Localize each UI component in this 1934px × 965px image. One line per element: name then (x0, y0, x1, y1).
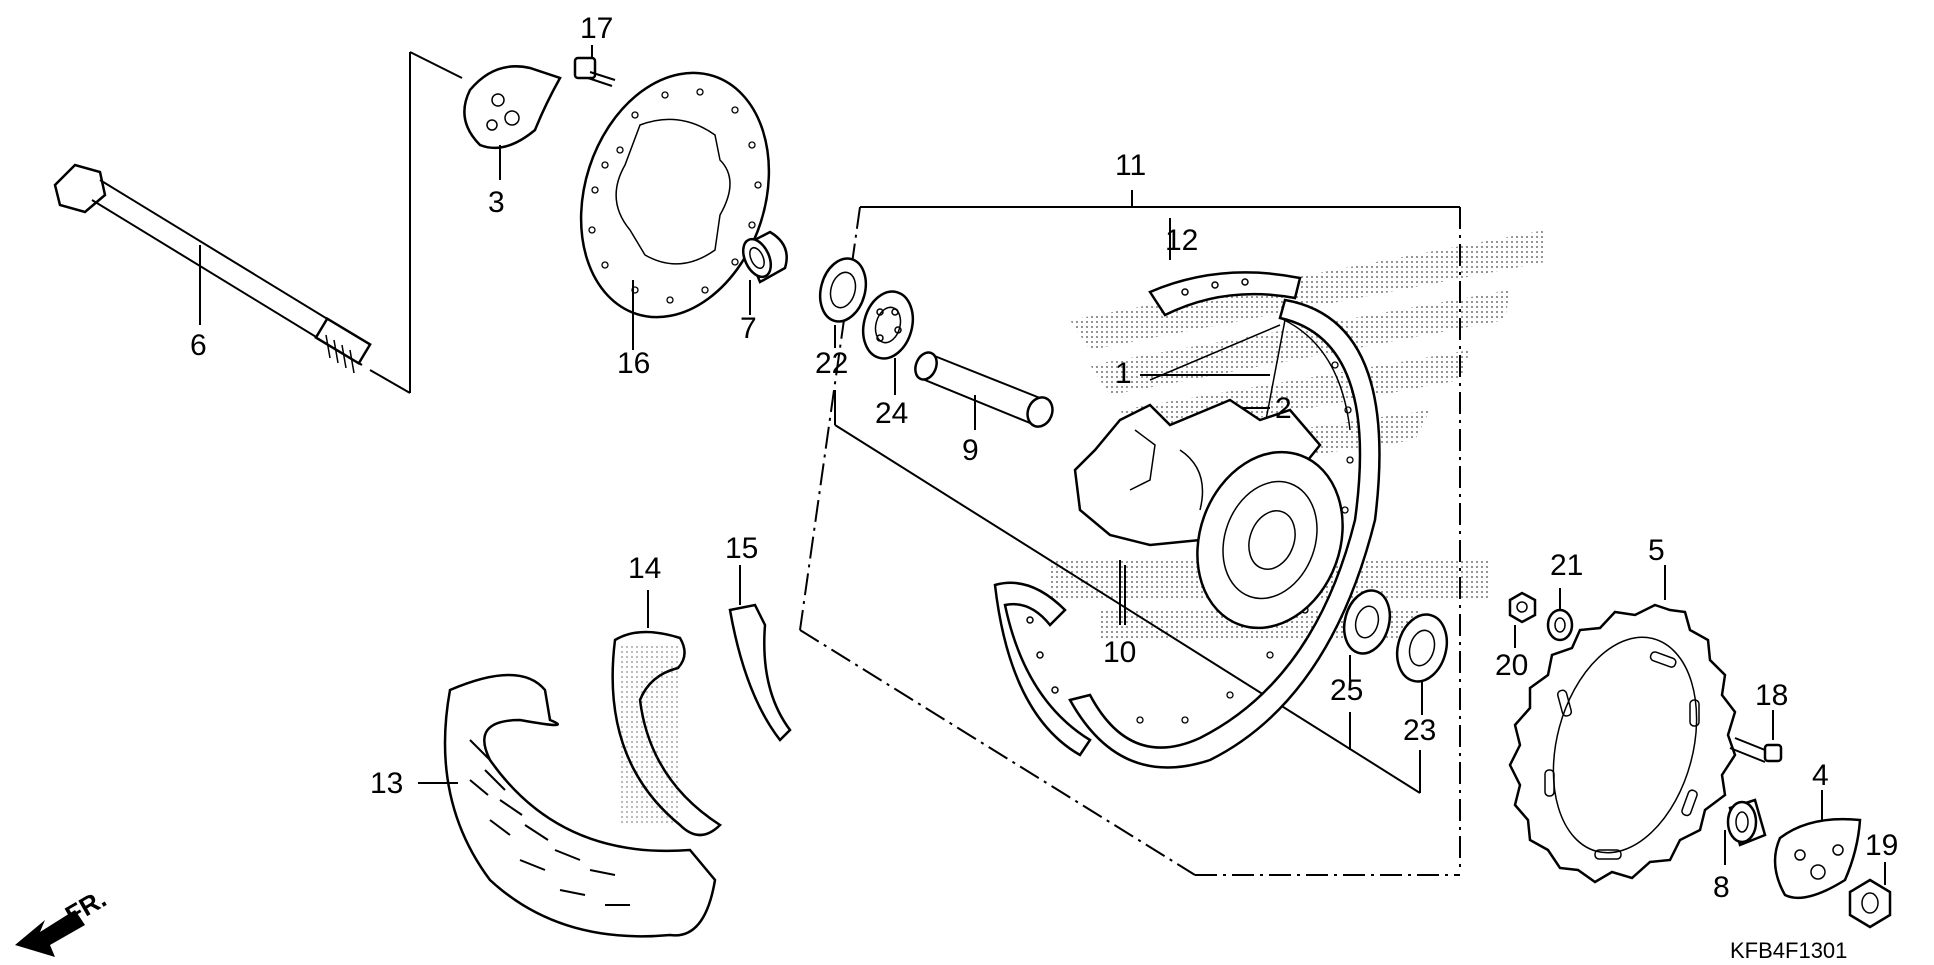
inner-tube-part[interactable] (611, 630, 722, 837)
callout-2: 2 (1275, 392, 1292, 425)
callout-23: 23 (1403, 714, 1436, 747)
callout-20: 20 (1495, 649, 1528, 682)
callout-4: 4 (1812, 759, 1829, 792)
front-direction-arrow: FR. (15, 883, 111, 957)
adjuster-bolt-part[interactable] (1729, 737, 1783, 763)
sprocket-nut-part[interactable] (1508, 591, 1537, 624)
callout-24: 24 (875, 397, 908, 430)
callout-1: 1 (1115, 357, 1132, 390)
rim-band-part[interactable] (728, 603, 792, 742)
callout-16: 16 (617, 347, 650, 380)
dust-seal-right-part[interactable] (1390, 609, 1454, 687)
wheel-assembly-bracket (799, 190, 1461, 876)
small-bolt-part[interactable] (573, 56, 616, 87)
callout-17: 17 (580, 12, 613, 45)
bearing-left-part[interactable] (856, 286, 920, 364)
callout-6: 6 (190, 329, 207, 362)
callout-9: 9 (962, 434, 979, 467)
callout-10: 10 (1103, 636, 1136, 669)
callout-13: 13 (370, 767, 403, 800)
callout-14: 14 (628, 552, 661, 585)
callout-22: 22 (815, 347, 848, 380)
callout-11: 11 (1115, 149, 1146, 182)
callout-19: 19 (1865, 829, 1898, 862)
rim-strip-upper-part[interactable] (1148, 271, 1302, 317)
diagram-code: KFB4F1301 (1730, 938, 1847, 963)
callout-15: 15 (725, 532, 758, 565)
rear-tire-part[interactable] (443, 673, 717, 938)
callout-18: 18 (1755, 679, 1788, 712)
callout-21: 21 (1550, 549, 1583, 582)
callout-5: 5 (1648, 534, 1665, 567)
axle-nut-part[interactable] (1848, 878, 1892, 929)
callout-12: 12 (1165, 224, 1198, 257)
rim-strip-lower-part[interactable] (993, 581, 1092, 757)
callout-25: 25 (1330, 674, 1363, 707)
driven-sprocket-part[interactable] (1508, 603, 1737, 884)
collar-left-part[interactable] (738, 230, 788, 284)
rear-hub-part[interactable] (1073, 398, 1367, 649)
callout-8: 8 (1713, 871, 1730, 904)
washer-part[interactable] (1546, 608, 1574, 642)
collar-right-part[interactable] (1726, 798, 1767, 847)
callout-3: 3 (488, 186, 505, 219)
callout-labels: 17 3 6 16 7 11 12 22 24 9 1 2 10 25 23 2… (190, 12, 1898, 904)
brake-disc-part[interactable] (551, 48, 799, 341)
callout-7: 7 (740, 312, 757, 345)
chain-adjuster-right-part[interactable] (1773, 817, 1862, 900)
distance-collar-part[interactable] (911, 349, 1056, 430)
chain-adjuster-left-part[interactable] (463, 65, 562, 150)
axle-bolt-part[interactable] (53, 163, 372, 374)
bearing-right-part[interactable] (1337, 585, 1396, 658)
dust-seal-part[interactable] (813, 253, 872, 326)
